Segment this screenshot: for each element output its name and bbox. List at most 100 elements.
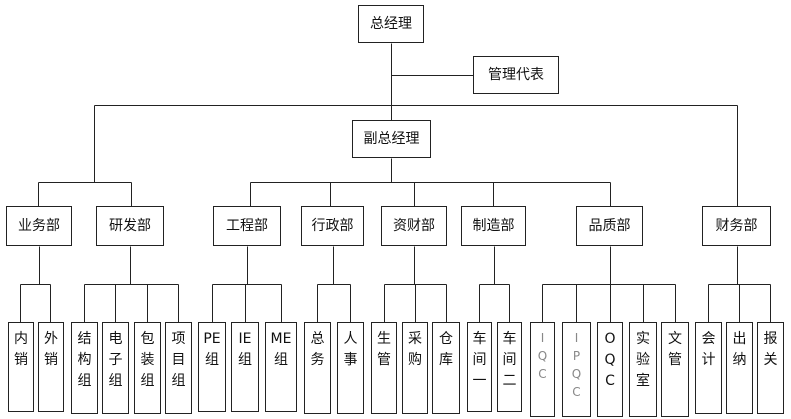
unit-label-char: C	[572, 385, 581, 399]
unit-label-char: 会	[701, 331, 716, 347]
dept-finance-label: 财务部	[715, 218, 758, 234]
unit-sales-1-box: 外销外销	[38, 322, 64, 412]
unit-label-char: 计	[701, 352, 716, 368]
deputy-general-manager-label: 副总经理	[363, 131, 420, 147]
management-representative-label: 管理代表	[488, 67, 544, 83]
unit-rd-3-box: 电子组电子组	[102, 322, 129, 414]
unit-eng-7-box: IE组IE组	[231, 322, 259, 412]
unit-label-char: 子	[108, 352, 123, 368]
unit-label-char: I	[574, 331, 579, 345]
dept-eng-label: 工程部	[226, 218, 268, 234]
unit-label-char: PE	[203, 331, 221, 347]
unit-label-char: I	[540, 331, 545, 345]
unit-quality-18-box: OQCOQC	[597, 322, 623, 417]
unit-label-char: 总	[310, 331, 325, 347]
unit-label-char: 构	[77, 352, 92, 368]
unit-label-char: 外	[44, 331, 58, 347]
unit-label-char: C	[605, 373, 615, 389]
unit-rd-5-box: 项目组项目组	[165, 322, 192, 414]
unit-label-char: 目	[171, 352, 186, 368]
unit-sales-0-box: 内销内销	[8, 322, 34, 412]
unit-label-char: 电	[108, 331, 123, 347]
dept-mfg-box: 制造部	[461, 206, 526, 246]
dept-sales-label: 业务部	[18, 218, 60, 234]
unit-rd-2-box: 结构组结构组	[71, 322, 98, 414]
unit-label-char: 验	[636, 352, 650, 368]
unit-label-char: 销	[14, 352, 28, 368]
unit-label-char: 车	[472, 331, 487, 347]
unit-label-char: 纳	[732, 352, 747, 368]
unit-label-char: 人	[343, 331, 358, 347]
unit-finance-23-box: 报关报关	[757, 322, 784, 414]
dept-finance-box: 财务部	[702, 206, 771, 246]
dept-sales-box: 业务部	[6, 206, 72, 246]
unit-label-char: 管	[668, 352, 682, 368]
unit-label-char: Q	[571, 367, 582, 381]
unit-admin-9-box: 总务总务	[304, 322, 331, 414]
unit-label-char: 实	[636, 331, 650, 347]
unit-label-char: 组	[205, 352, 219, 368]
unit-label-char: 采	[408, 331, 422, 347]
unit-mfg-15-box: 车间二车间二	[497, 322, 522, 412]
unit-finance-21-box: 会计会计	[695, 322, 722, 414]
unit-label-char: 结	[77, 331, 92, 347]
unit-label-char: 车	[502, 331, 517, 347]
unit-label-char: 间	[502, 352, 517, 368]
dept-rd-box: 研发部	[96, 206, 164, 246]
unit-label-char: 项	[171, 331, 186, 347]
unit-label-char: 间	[472, 352, 487, 368]
unit-label-char: 销	[44, 352, 58, 368]
unit-label-char: 组	[77, 373, 92, 389]
unit-label-char: C	[538, 367, 547, 381]
unit-label-char: 管	[377, 352, 391, 368]
unit-label-char: 组	[140, 373, 155, 389]
unit-label-char: 购	[408, 352, 422, 368]
dept-quality-box: 品质部	[576, 206, 643, 246]
unit-label-char: 一	[472, 373, 487, 389]
unit-eng-8-box: ME组ME组	[265, 322, 297, 412]
unit-assets-12-box: 采购采购	[402, 322, 428, 414]
unit-label-char: P	[572, 349, 581, 363]
unit-label-char: 事	[343, 352, 358, 368]
dept-quality-label: 品质部	[588, 218, 631, 234]
unit-eng-6-box: PE组PE组	[198, 322, 226, 412]
unit-label-char: 仓	[439, 331, 453, 347]
general-manager-box: 总经理	[358, 5, 424, 43]
unit-finance-22-box: 出纳出纳	[726, 322, 753, 414]
unit-label-char: 内	[14, 331, 28, 347]
dept-admin-label: 行政部	[311, 218, 354, 234]
unit-label-char: 关	[763, 352, 778, 368]
dept-assets-label: 资财部	[393, 218, 435, 234]
unit-label-char: 库	[439, 352, 453, 368]
unit-assets-11-box: 生管生管	[371, 322, 397, 414]
unit-label-char: Q	[537, 349, 548, 363]
unit-label-char: Q	[604, 352, 616, 368]
unit-label-char: 务	[310, 352, 325, 368]
unit-label-char: 组	[238, 352, 252, 368]
unit-quality-19-box: 实验室实验室	[629, 322, 657, 417]
unit-quality-20-box: 文管文管	[661, 322, 689, 417]
unit-assets-13-box: 仓库仓库	[432, 322, 460, 414]
general-manager-label: 总经理	[370, 16, 412, 32]
unit-label-char: 包	[140, 331, 155, 347]
unit-label-char: 报	[763, 331, 778, 347]
dept-admin-box: 行政部	[301, 206, 364, 246]
unit-label-char: O	[604, 331, 616, 347]
dept-rd-label: 研发部	[109, 218, 151, 234]
unit-label-char: 装	[140, 352, 155, 368]
management-representative-box: 管理代表	[473, 56, 559, 94]
unit-quality-16-box: IQCIQC	[530, 322, 555, 417]
unit-label-char: IE	[238, 331, 252, 347]
unit-label-char: 二	[502, 373, 517, 389]
unit-rd-4-box: 包装组包装组	[134, 322, 161, 414]
unit-label-char: ME	[270, 331, 292, 347]
unit-label-char: 出	[732, 331, 747, 347]
deputy-general-manager-box: 副总经理	[352, 120, 431, 158]
unit-label-char: 组	[171, 373, 186, 389]
unit-mfg-14-box: 车间一车间一	[467, 322, 492, 412]
unit-label-char: 组	[108, 373, 123, 389]
unit-quality-17-box: IPQCIPQC	[562, 322, 591, 417]
dept-assets-box: 资财部	[381, 206, 447, 246]
dept-eng-box: 工程部	[213, 206, 281, 246]
